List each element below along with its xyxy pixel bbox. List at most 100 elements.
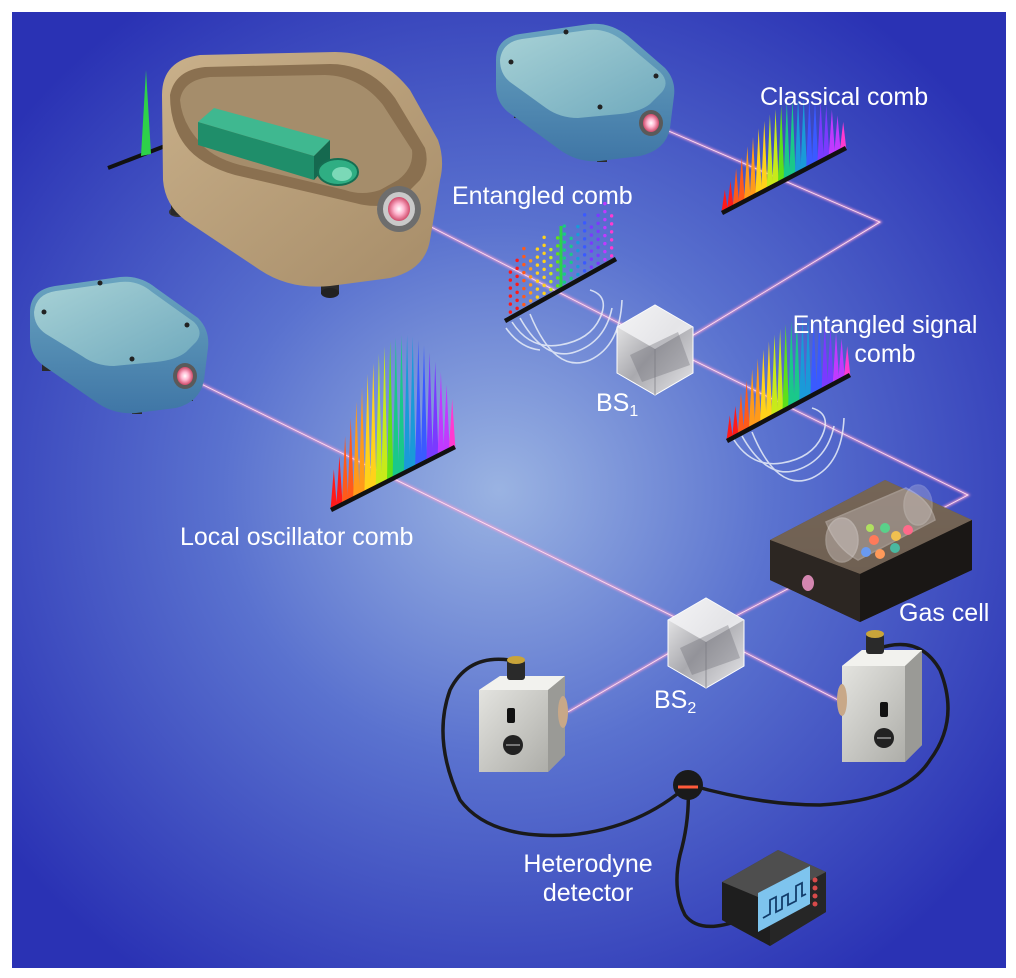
comb-tooth bbox=[398, 335, 405, 475]
comb-dot bbox=[522, 270, 526, 275]
heterodyne-label-line2: detector bbox=[542, 879, 634, 907]
comb-dot bbox=[576, 232, 580, 237]
comb-dot bbox=[528, 283, 533, 287]
entanglement-helix-signal bbox=[733, 407, 845, 482]
comb-dot bbox=[569, 252, 573, 257]
comb-tooth bbox=[727, 180, 734, 209]
comb-dot bbox=[603, 241, 607, 246]
comb-tooth bbox=[732, 406, 739, 437]
comb-dot bbox=[555, 268, 560, 272]
comb-dot bbox=[609, 222, 614, 226]
comb-tooth bbox=[832, 332, 840, 383]
detector-cables bbox=[441, 642, 950, 929]
comb-dot bbox=[555, 276, 560, 280]
comb-tooth bbox=[744, 146, 751, 200]
comb-dot bbox=[582, 245, 587, 249]
comb-dot bbox=[603, 209, 607, 214]
comb-tooth bbox=[341, 436, 349, 503]
comb-tooth bbox=[800, 96, 807, 171]
comb-dot bbox=[582, 253, 587, 257]
comb-dot bbox=[535, 295, 540, 299]
bs2-label-sub: 2 bbox=[687, 700, 697, 717]
comb-dot bbox=[555, 244, 560, 248]
comb-tooth bbox=[765, 341, 773, 419]
heterodyne-detector-label: Heterodyne detector bbox=[508, 850, 668, 908]
comb-tooth bbox=[799, 316, 806, 401]
comb-dot bbox=[542, 267, 546, 272]
comb-dot bbox=[515, 298, 519, 303]
comb-tooth bbox=[726, 415, 733, 440]
comb-dot bbox=[596, 221, 600, 226]
comb-dot bbox=[562, 256, 567, 260]
comb-dot bbox=[562, 232, 567, 236]
comb-dot bbox=[609, 214, 614, 218]
comb-dot bbox=[508, 270, 513, 274]
comb-dot bbox=[549, 247, 553, 252]
comb-dot bbox=[508, 294, 513, 298]
comb-tooth bbox=[827, 326, 834, 386]
comb-tooth bbox=[828, 109, 836, 156]
local-oscillator-laser bbox=[30, 276, 209, 414]
comb-dot bbox=[609, 230, 614, 234]
comb-dot bbox=[542, 291, 546, 296]
comb-dot bbox=[569, 244, 573, 249]
comb-dot bbox=[589, 265, 594, 269]
comb-tooth bbox=[403, 334, 411, 472]
comb-dot bbox=[508, 310, 513, 314]
comb-baseline bbox=[720, 146, 848, 215]
comb-tooth bbox=[816, 319, 823, 392]
comb-dot bbox=[569, 236, 573, 241]
comb-dot bbox=[515, 306, 519, 311]
photodetector-right bbox=[837, 630, 922, 762]
comb-tooth bbox=[777, 104, 785, 182]
comb-tooth bbox=[817, 101, 824, 162]
comb-dot bbox=[535, 279, 540, 283]
classical-comb bbox=[720, 96, 848, 215]
bs1-label-sub: 1 bbox=[629, 403, 639, 420]
comb-dot bbox=[569, 260, 573, 265]
photodetector-left bbox=[479, 656, 568, 772]
comb-dot bbox=[589, 257, 594, 261]
comb-dot bbox=[609, 246, 614, 250]
comb-dot bbox=[528, 299, 533, 303]
comb-baseline bbox=[503, 257, 618, 323]
comb-dot bbox=[596, 229, 600, 234]
comb-tooth bbox=[415, 340, 422, 466]
local-oscillator-comb-label: Local oscillator comb bbox=[180, 523, 414, 551]
comb-dot bbox=[562, 224, 567, 228]
comb-tooth bbox=[420, 345, 428, 463]
comb-dot bbox=[576, 256, 580, 261]
comb-dot bbox=[528, 267, 533, 271]
comb-dot bbox=[549, 263, 553, 268]
entangled-comb bbox=[503, 201, 618, 323]
comb-dot bbox=[555, 236, 560, 240]
comb-tooth bbox=[381, 346, 388, 483]
comb-tooth bbox=[754, 358, 761, 425]
background bbox=[12, 12, 1006, 968]
bs1-label: BS1 bbox=[596, 389, 638, 426]
gas-cell-label: Gas cell bbox=[899, 599, 990, 627]
entangled-signal-comb-label: Entangled signal comb bbox=[778, 311, 992, 369]
comb-tooth bbox=[392, 337, 400, 478]
comb-dot bbox=[515, 282, 519, 287]
comb-dot bbox=[515, 266, 519, 271]
comb-tooth bbox=[748, 368, 756, 428]
comb-dot bbox=[549, 271, 553, 276]
comb-tooth bbox=[353, 401, 360, 498]
comb-dot bbox=[515, 274, 519, 279]
comb-dot bbox=[535, 255, 540, 259]
comb-tooth bbox=[810, 317, 817, 395]
comb-dot bbox=[542, 243, 546, 248]
bs2-label: BS2 bbox=[654, 686, 696, 723]
comb-tooth bbox=[806, 97, 813, 168]
comb-dot bbox=[603, 249, 607, 254]
comb-tooth bbox=[409, 336, 416, 469]
comb-dot bbox=[569, 268, 573, 273]
comb-tooth bbox=[330, 469, 338, 509]
comb-tooth bbox=[760, 349, 767, 422]
beam-splitter-2 bbox=[667, 597, 745, 689]
comb-tooth bbox=[755, 128, 762, 194]
local-oscillator-comb bbox=[329, 334, 457, 513]
comb-dot bbox=[603, 257, 607, 262]
comb-dot bbox=[522, 262, 526, 267]
